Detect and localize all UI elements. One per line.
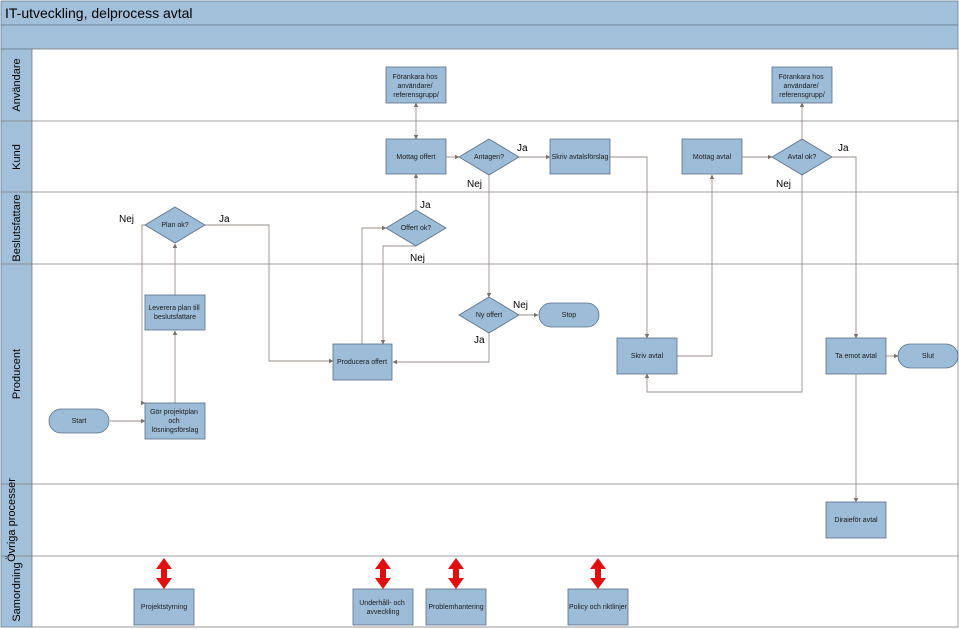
branch-label-ja: Ja [420, 200, 431, 211]
diariefor-avtal-node: Diraieför avtal [825, 501, 887, 539]
avtal-ok-decision: Avtal ok? [771, 138, 833, 176]
svg-text:Stop: Stop [562, 312, 577, 319]
lane-label-beslutsfattare: Beslutsfattare [11, 194, 23, 261]
svg-text:Skriv avtalsförslag: Skriv avtalsförslag [552, 154, 609, 161]
svg-text:Skriv avtal: Skriv avtal [631, 353, 664, 360]
forankra-node-2: Förankara hos användare/ referensgrupp/ [771, 66, 833, 104]
underhall-node: Underhåll- och avveckling [352, 588, 414, 626]
diagram-title: IT-utveckling, delprocess avtal [5, 5, 193, 21]
svg-text:Avtal ok?: Avtal ok? [788, 154, 817, 161]
producera-offert-node: Producera offert [332, 343, 393, 381]
start-terminal: Start [48, 408, 110, 434]
lane-label-producent: Producent [11, 349, 23, 399]
coordination-arrow-icon [448, 558, 464, 589]
skriv-avtal-node: Skriv avtal [616, 337, 678, 375]
lane-label-samordning: Samordning [11, 562, 23, 621]
gor-projektplan-node: Gör projektplan och lösningsförslag [144, 402, 206, 440]
branch-label-nej: Nej [467, 179, 482, 190]
header-band [0, 24, 959, 50]
svg-text:Mottag offert: Mottag offert [396, 154, 435, 161]
lane-label-kund: Kund [11, 144, 23, 170]
offert-ok-decision: Offert ok? [385, 209, 447, 247]
branch-label-nej: Nej [410, 253, 425, 264]
svg-text:Förankara hos användare/: Förankara hos användare/ referensgrupp/ [392, 74, 439, 99]
leverera-plan-node: Leverera plan till beslutsfattare [144, 294, 206, 331]
svg-text:Underhåll- och avvecklin: Underhåll- och avveckling [359, 599, 406, 616]
svg-text:Plan ok?: Plan ok? [161, 222, 188, 229]
branch-label-ja: Ja [838, 143, 849, 154]
coordination-arrow-icon [156, 558, 172, 589]
mottag-offert-node: Mottag offert [385, 138, 447, 175]
svg-text:Förankara hos användare/: Förankara hos användare/ referensgrupp/ [778, 74, 825, 99]
lane-label-anvandare: Användare [11, 58, 23, 111]
svg-text:Offert ok?: Offert ok? [401, 225, 432, 232]
mottag-avtal-node: Mottag avtal [681, 138, 743, 175]
svg-text:Ta emot avtal: Ta emot avtal [835, 353, 877, 360]
svg-text:Slut: Slut [922, 353, 934, 360]
lane-label-ovriga-line: Övriga processer [6, 478, 18, 562]
branch-label-nej: Nej [776, 179, 791, 190]
coordination-arrow-icon [375, 558, 391, 589]
svg-text:Diraieför avtal: Diraieför avtal [834, 517, 878, 524]
policy-node: Policy och riktlinjer [567, 588, 629, 626]
antagen-decision: Antagen? [458, 138, 520, 176]
skriv-avtalsforslag-node: Skriv avtalsförslag [549, 138, 611, 175]
lanes-area [31, 48, 959, 628]
stop-terminal: Stop [538, 302, 600, 328]
lane-label-column [0, 48, 33, 628]
branch-label-ja: Ja [474, 335, 485, 346]
forankra-node-1: Förankara hos användare/ referensgrupp/ [385, 66, 447, 104]
svg-text:Gör projektplan och: Gör projektplan och lösningsförslag [150, 409, 200, 434]
ta-emot-avtal-node: Ta emot avtal [825, 337, 887, 375]
svg-text:Problemhantering: Problemhantering [428, 604, 483, 611]
projektstyrning-node: Projektstyrning [133, 588, 195, 626]
ny-offert-decision: Ny offert [458, 296, 520, 334]
svg-text:Ny offert: Ny offert [476, 312, 502, 319]
svg-text:Policy och riktlinjer: Policy och riktlinjer [569, 604, 628, 611]
title-bar [0, 0, 959, 26]
branch-label-nej: Nej [119, 214, 134, 225]
lane-label-ovriga-processer: Övriga processer [6, 478, 18, 562]
svg-text:Mottag avtal: Mottag avtal [693, 154, 732, 161]
branch-label-ja: Ja [219, 214, 230, 225]
branch-label-nej: Nej [513, 300, 528, 311]
slut-terminal: Slut [897, 343, 959, 369]
problemhantering-node: Problemhantering [425, 588, 487, 626]
branch-label-ja: Ja [517, 143, 528, 154]
svg-text:Antagen?: Antagen? [474, 154, 504, 161]
svg-text:Producera offert: Producera offert [337, 359, 387, 366]
svg-text:Start: Start [72, 418, 87, 425]
coordination-arrow-icon [590, 558, 606, 589]
connectors [110, 102, 899, 503]
svg-text:Projektstyrning: Projektstyrning [141, 604, 187, 611]
plan-ok-decision: Plan ok? [144, 206, 206, 244]
svg-text:Leverera plan till beslu: Leverera plan till beslutsfattare [148, 305, 201, 321]
